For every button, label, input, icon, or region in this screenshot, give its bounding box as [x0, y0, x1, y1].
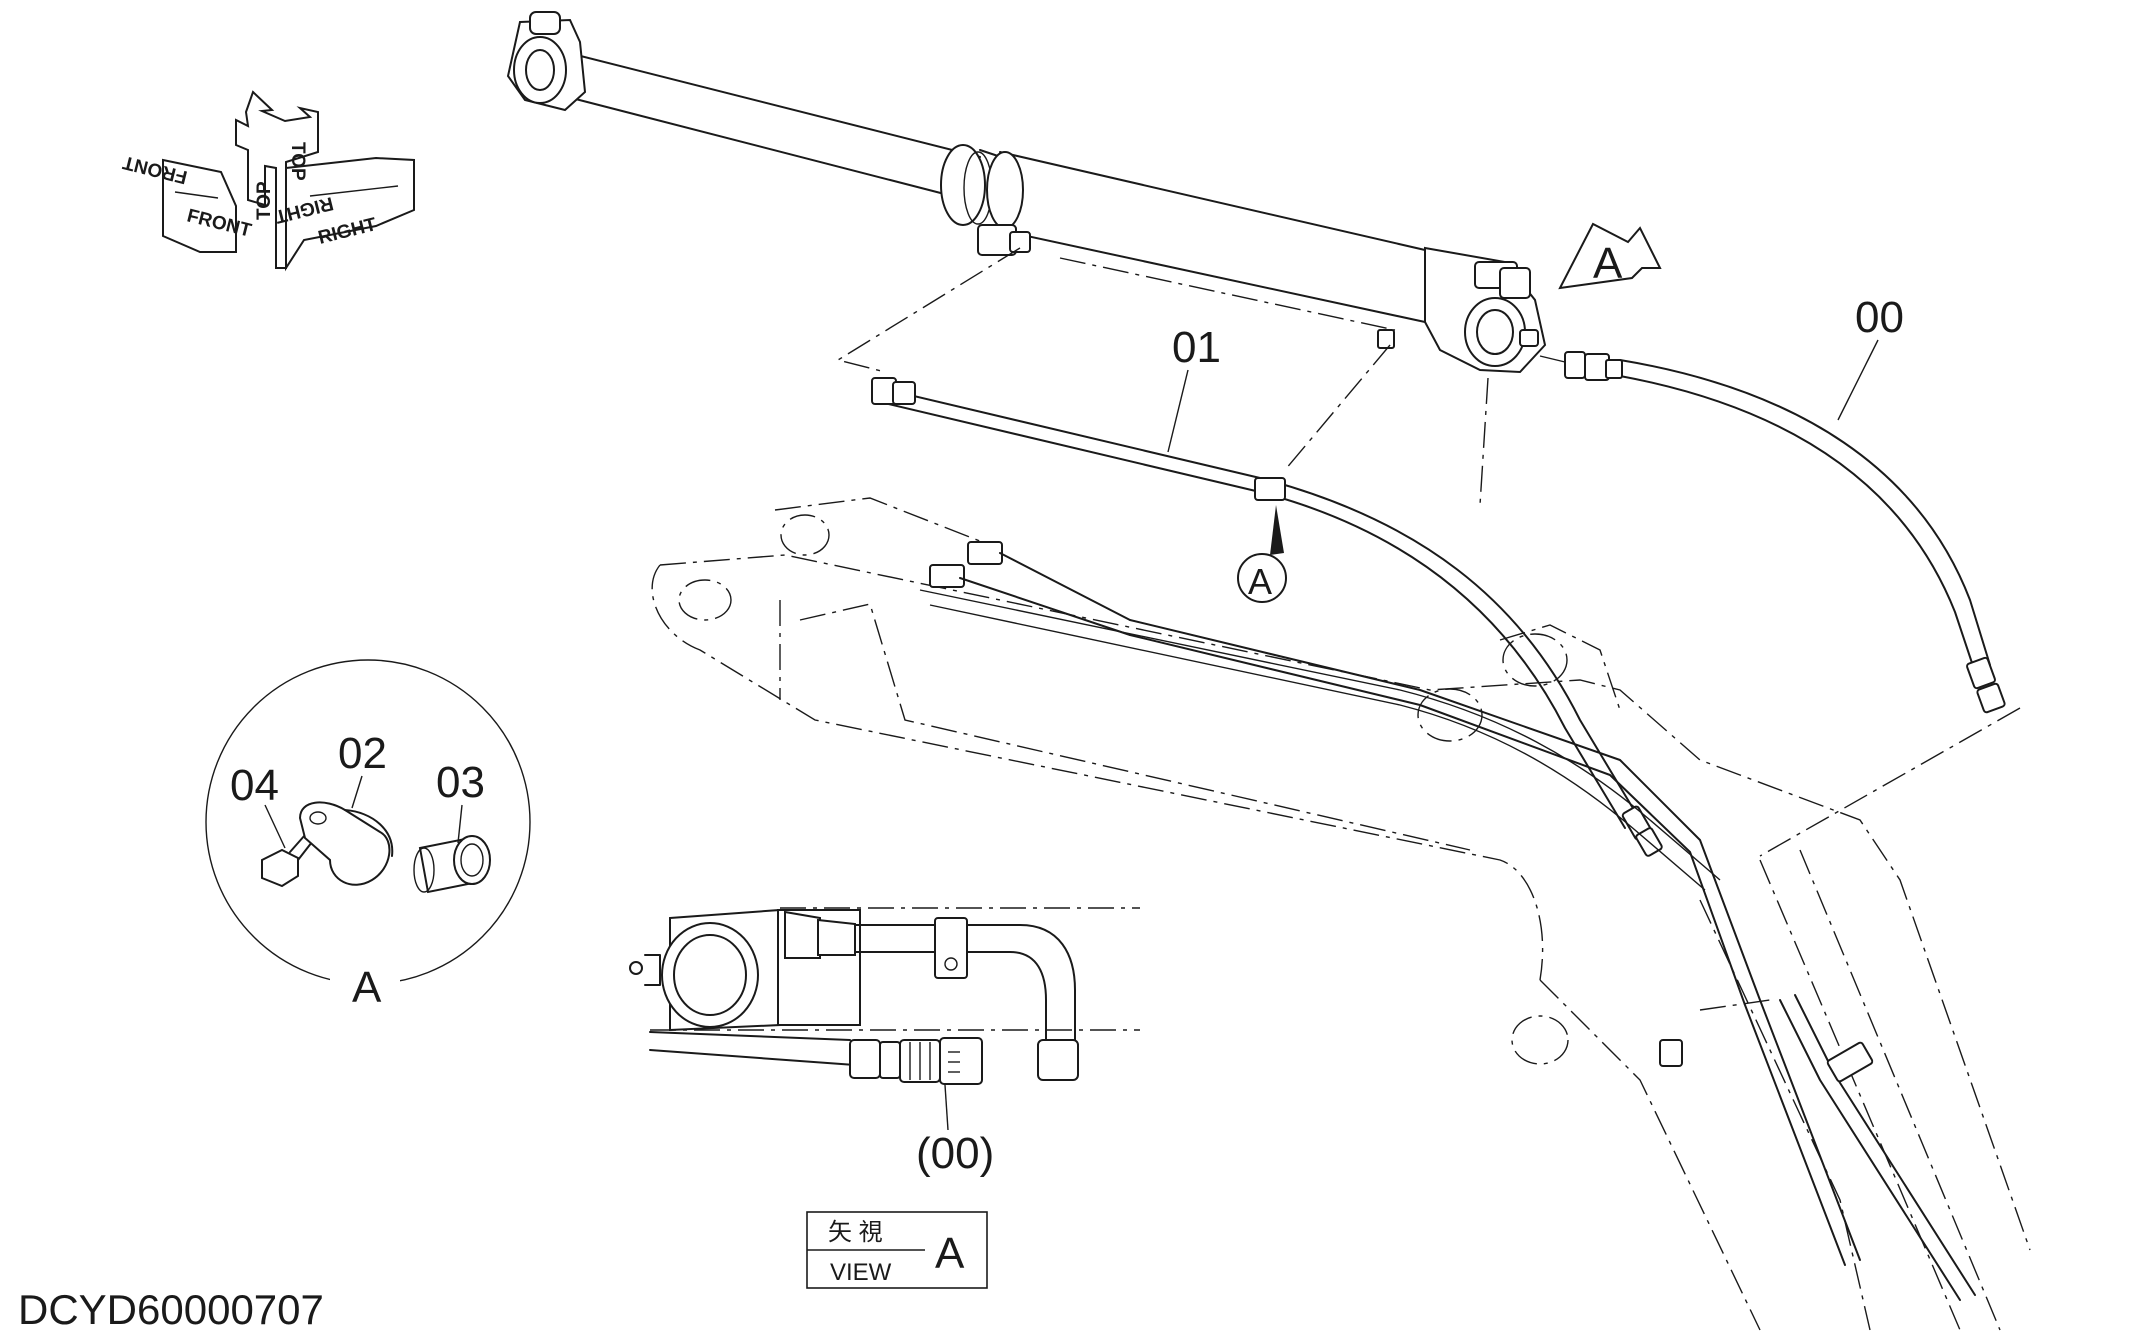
orientation-top-mirrored: TOP	[254, 181, 275, 220]
view-arrow-a-label: A	[1593, 239, 1623, 288]
drawing-code: DCYD60000707	[18, 1286, 324, 1333]
boom	[651, 497, 2031, 1331]
view-box-kanji: 矢 視	[828, 1219, 883, 1246]
orientation-front-mirrored: FRONT	[120, 151, 189, 187]
hose-00: 00	[1564, 293, 2006, 714]
hose-00-view-label: (00)	[916, 1129, 994, 1178]
view-a-box: 矢 視 VIEW A	[806, 1211, 988, 1289]
view-a-inset: (00)	[629, 907, 1140, 1178]
view-arrow-a: A	[1558, 222, 1662, 290]
spacer-03-label: 03	[436, 758, 485, 807]
boom-cylinder: A	[506, 11, 1662, 374]
hose-00-label: 00	[1855, 293, 1904, 342]
bolt-04	[261, 834, 313, 888]
bolt-04-label: 04	[230, 761, 279, 810]
clamp-02	[298, 801, 394, 886]
view-box-view: VIEW	[830, 1259, 892, 1286]
callout-a-label: A	[1248, 561, 1272, 602]
clamp-02-label: 02	[338, 729, 387, 778]
orientation-top-label: TOP	[287, 142, 308, 181]
orientation-indicator: FRONT FRONT TOP TOP RIGHT RIGHT	[120, 90, 415, 272]
detail-a-caption: A	[352, 963, 382, 1012]
view-box-letter: A	[935, 1229, 965, 1278]
callout-a: A	[1237, 505, 1287, 603]
detail-a: A 04 02 03	[205, 659, 531, 1012]
hose-01-label: 01	[1172, 323, 1221, 372]
hose-01: 01	[871, 323, 1663, 857]
spacer-03	[413, 835, 491, 894]
